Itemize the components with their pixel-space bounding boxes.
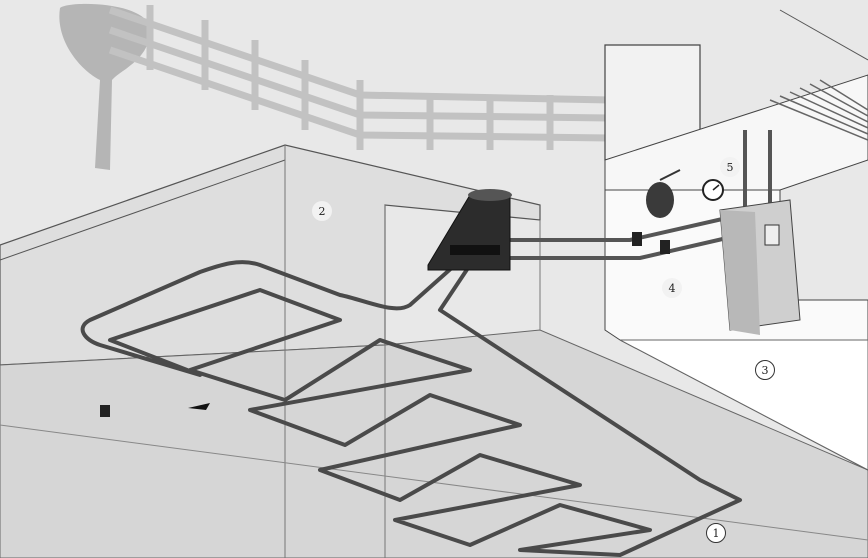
callout-3: 3 xyxy=(755,360,775,380)
pressure-gauge-icon xyxy=(703,180,723,200)
callout-5: 5 xyxy=(720,157,740,177)
callout-1: 1 xyxy=(706,523,726,543)
callout-4: 4 xyxy=(662,278,682,298)
callout-2: 2 xyxy=(312,201,332,221)
boiler xyxy=(720,200,800,335)
